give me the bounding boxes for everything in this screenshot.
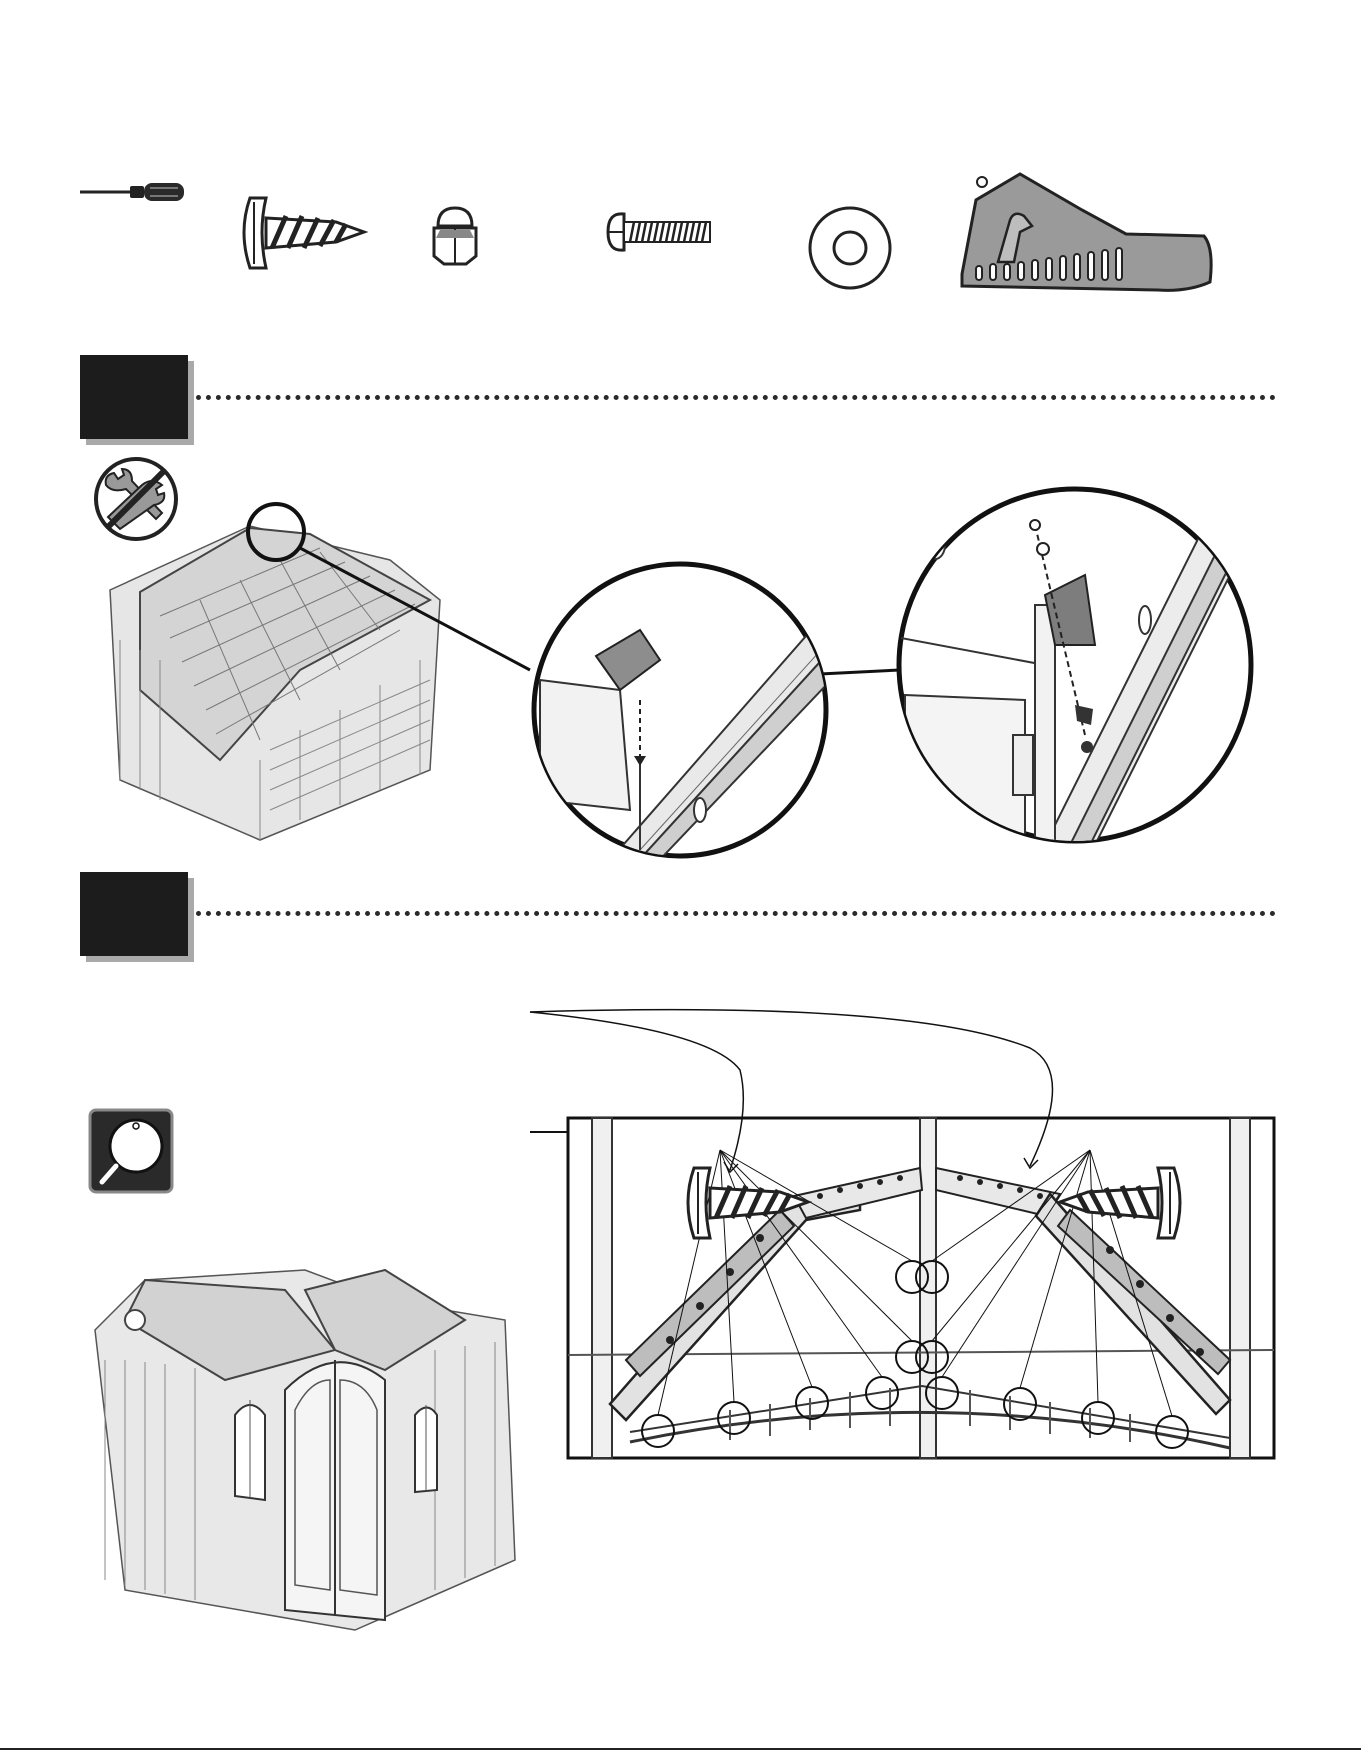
machine-bolt-icon	[604, 210, 714, 254]
flat-washer-icon	[808, 206, 892, 290]
shed-illustration-front	[85, 1250, 525, 1650]
self-tapping-screw-icon	[680, 1162, 810, 1242]
roof-gusset-bracket-icon	[958, 170, 1216, 296]
hex-nut-icon	[430, 204, 480, 266]
magnifier-icon	[88, 1108, 174, 1194]
step-number-badge	[80, 355, 188, 439]
step-number-badge	[80, 872, 188, 956]
detail-circle-bracket-insert	[530, 560, 830, 860]
detail-circle-bolt-fastening	[895, 485, 1255, 845]
step-divider	[196, 911, 1276, 916]
self-tapping-screw-icon	[236, 192, 366, 272]
screwdriver-icon	[78, 180, 188, 204]
page-footer-rule	[0, 1748, 1361, 1750]
self-tapping-screw-icon	[1058, 1162, 1188, 1242]
step-divider	[196, 395, 1276, 400]
